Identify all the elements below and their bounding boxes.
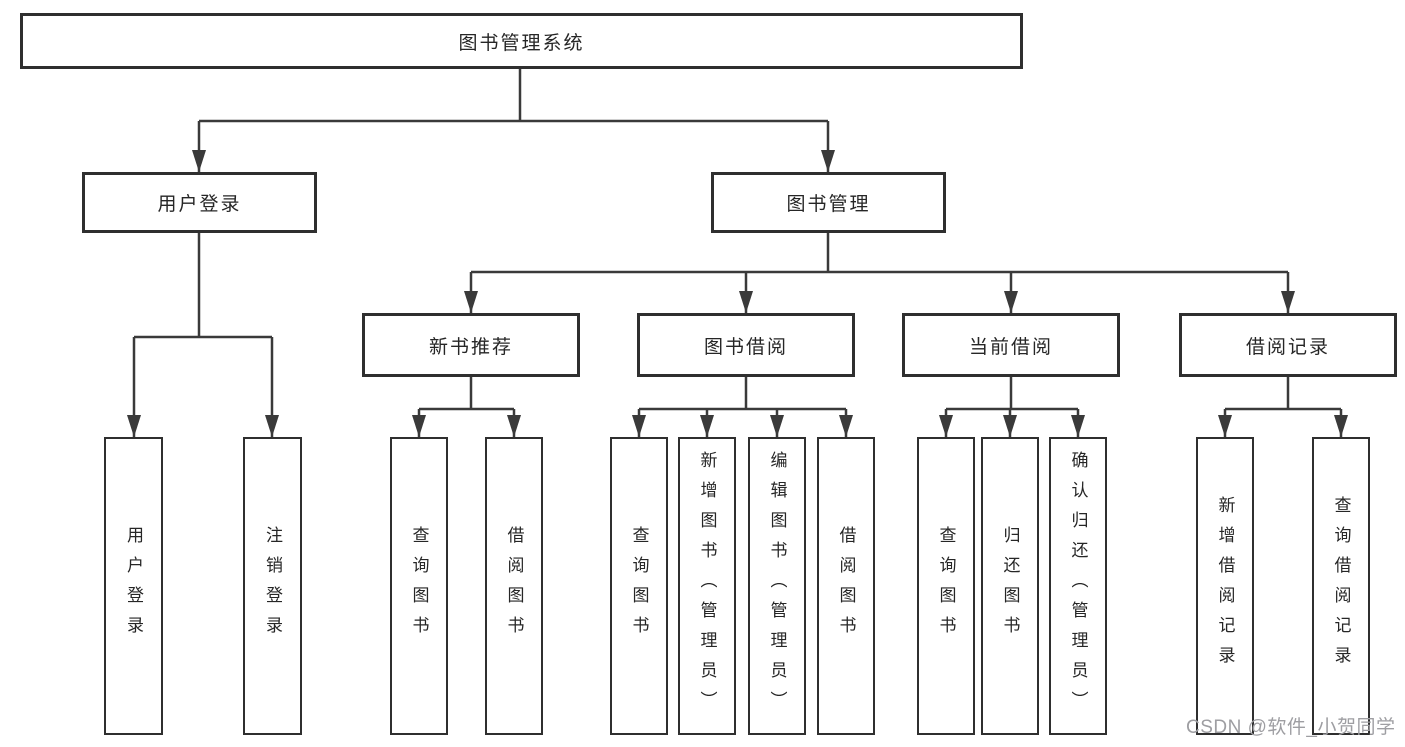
node-borrow-records: 借阅记录 xyxy=(1179,313,1397,377)
node-label: 用户登录 xyxy=(157,194,242,215)
leaf-return-book: 归还图书 xyxy=(981,437,1039,735)
leaf-current-query-book: 查询图书 xyxy=(917,437,975,735)
leaf-label: 确认归还（管理员） xyxy=(1068,451,1088,721)
leaf-label: 借阅图书 xyxy=(836,526,856,646)
leaf-label: 查询图书 xyxy=(409,526,429,646)
leaf-user-login: 用户登录 xyxy=(104,437,163,735)
leaf-borrow-book: 借阅图书 xyxy=(817,437,875,735)
node-label: 图书借阅 xyxy=(703,336,788,358)
node-label: 新书推荐 xyxy=(428,336,513,358)
leaf-add-borrow-record: 新增借阅记录 xyxy=(1196,437,1254,735)
node-label: 当前借阅 xyxy=(968,336,1053,358)
csdn-watermark: CSDN @软件_小贺同学 xyxy=(1186,717,1396,738)
leaf-label: 编辑图书（管理员） xyxy=(767,451,787,721)
node-user-login: 用户登录 xyxy=(82,172,317,233)
leaf-logout: 注销登录 xyxy=(243,437,302,735)
leaf-query-borrow-record: 查询借阅记录 xyxy=(1312,437,1370,735)
leaf-label: 新增借阅记录 xyxy=(1215,496,1235,676)
leaf-label: 借阅图书 xyxy=(504,526,524,646)
node-label: 借阅记录 xyxy=(1245,336,1330,358)
leaf-recommend-borrow-book: 借阅图书 xyxy=(485,437,543,735)
leaf-label: 注销登录 xyxy=(263,526,282,646)
leaf-recommend-query-book: 查询图书 xyxy=(390,437,448,735)
node-book-management: 图书管理 xyxy=(711,172,946,233)
leaf-label: 查询图书 xyxy=(629,526,649,646)
leaf-edit-book-admin: 编辑图书（管理员） xyxy=(748,437,806,735)
node-new-book-recommend: 新书推荐 xyxy=(362,313,580,377)
leaf-add-book-admin: 新增图书（管理员） xyxy=(678,437,736,735)
leaf-label: 查询图书 xyxy=(936,526,956,646)
leaf-label: 查询借阅记录 xyxy=(1331,496,1351,676)
node-label: 图书管理系统 xyxy=(458,32,585,54)
node-library-management-system: 图书管理系统 xyxy=(20,13,1023,69)
leaf-confirm-return-admin: 确认归还（管理员） xyxy=(1049,437,1107,735)
leaf-label: 新增图书（管理员） xyxy=(697,451,717,721)
leaf-label: 用户登录 xyxy=(124,526,143,646)
node-current-borrow: 当前借阅 xyxy=(902,313,1120,377)
leaf-label: 归还图书 xyxy=(1000,526,1020,646)
node-label: 图书管理 xyxy=(786,194,871,215)
node-book-borrow: 图书借阅 xyxy=(637,313,855,377)
leaf-borrow-query-book: 查询图书 xyxy=(610,437,668,735)
